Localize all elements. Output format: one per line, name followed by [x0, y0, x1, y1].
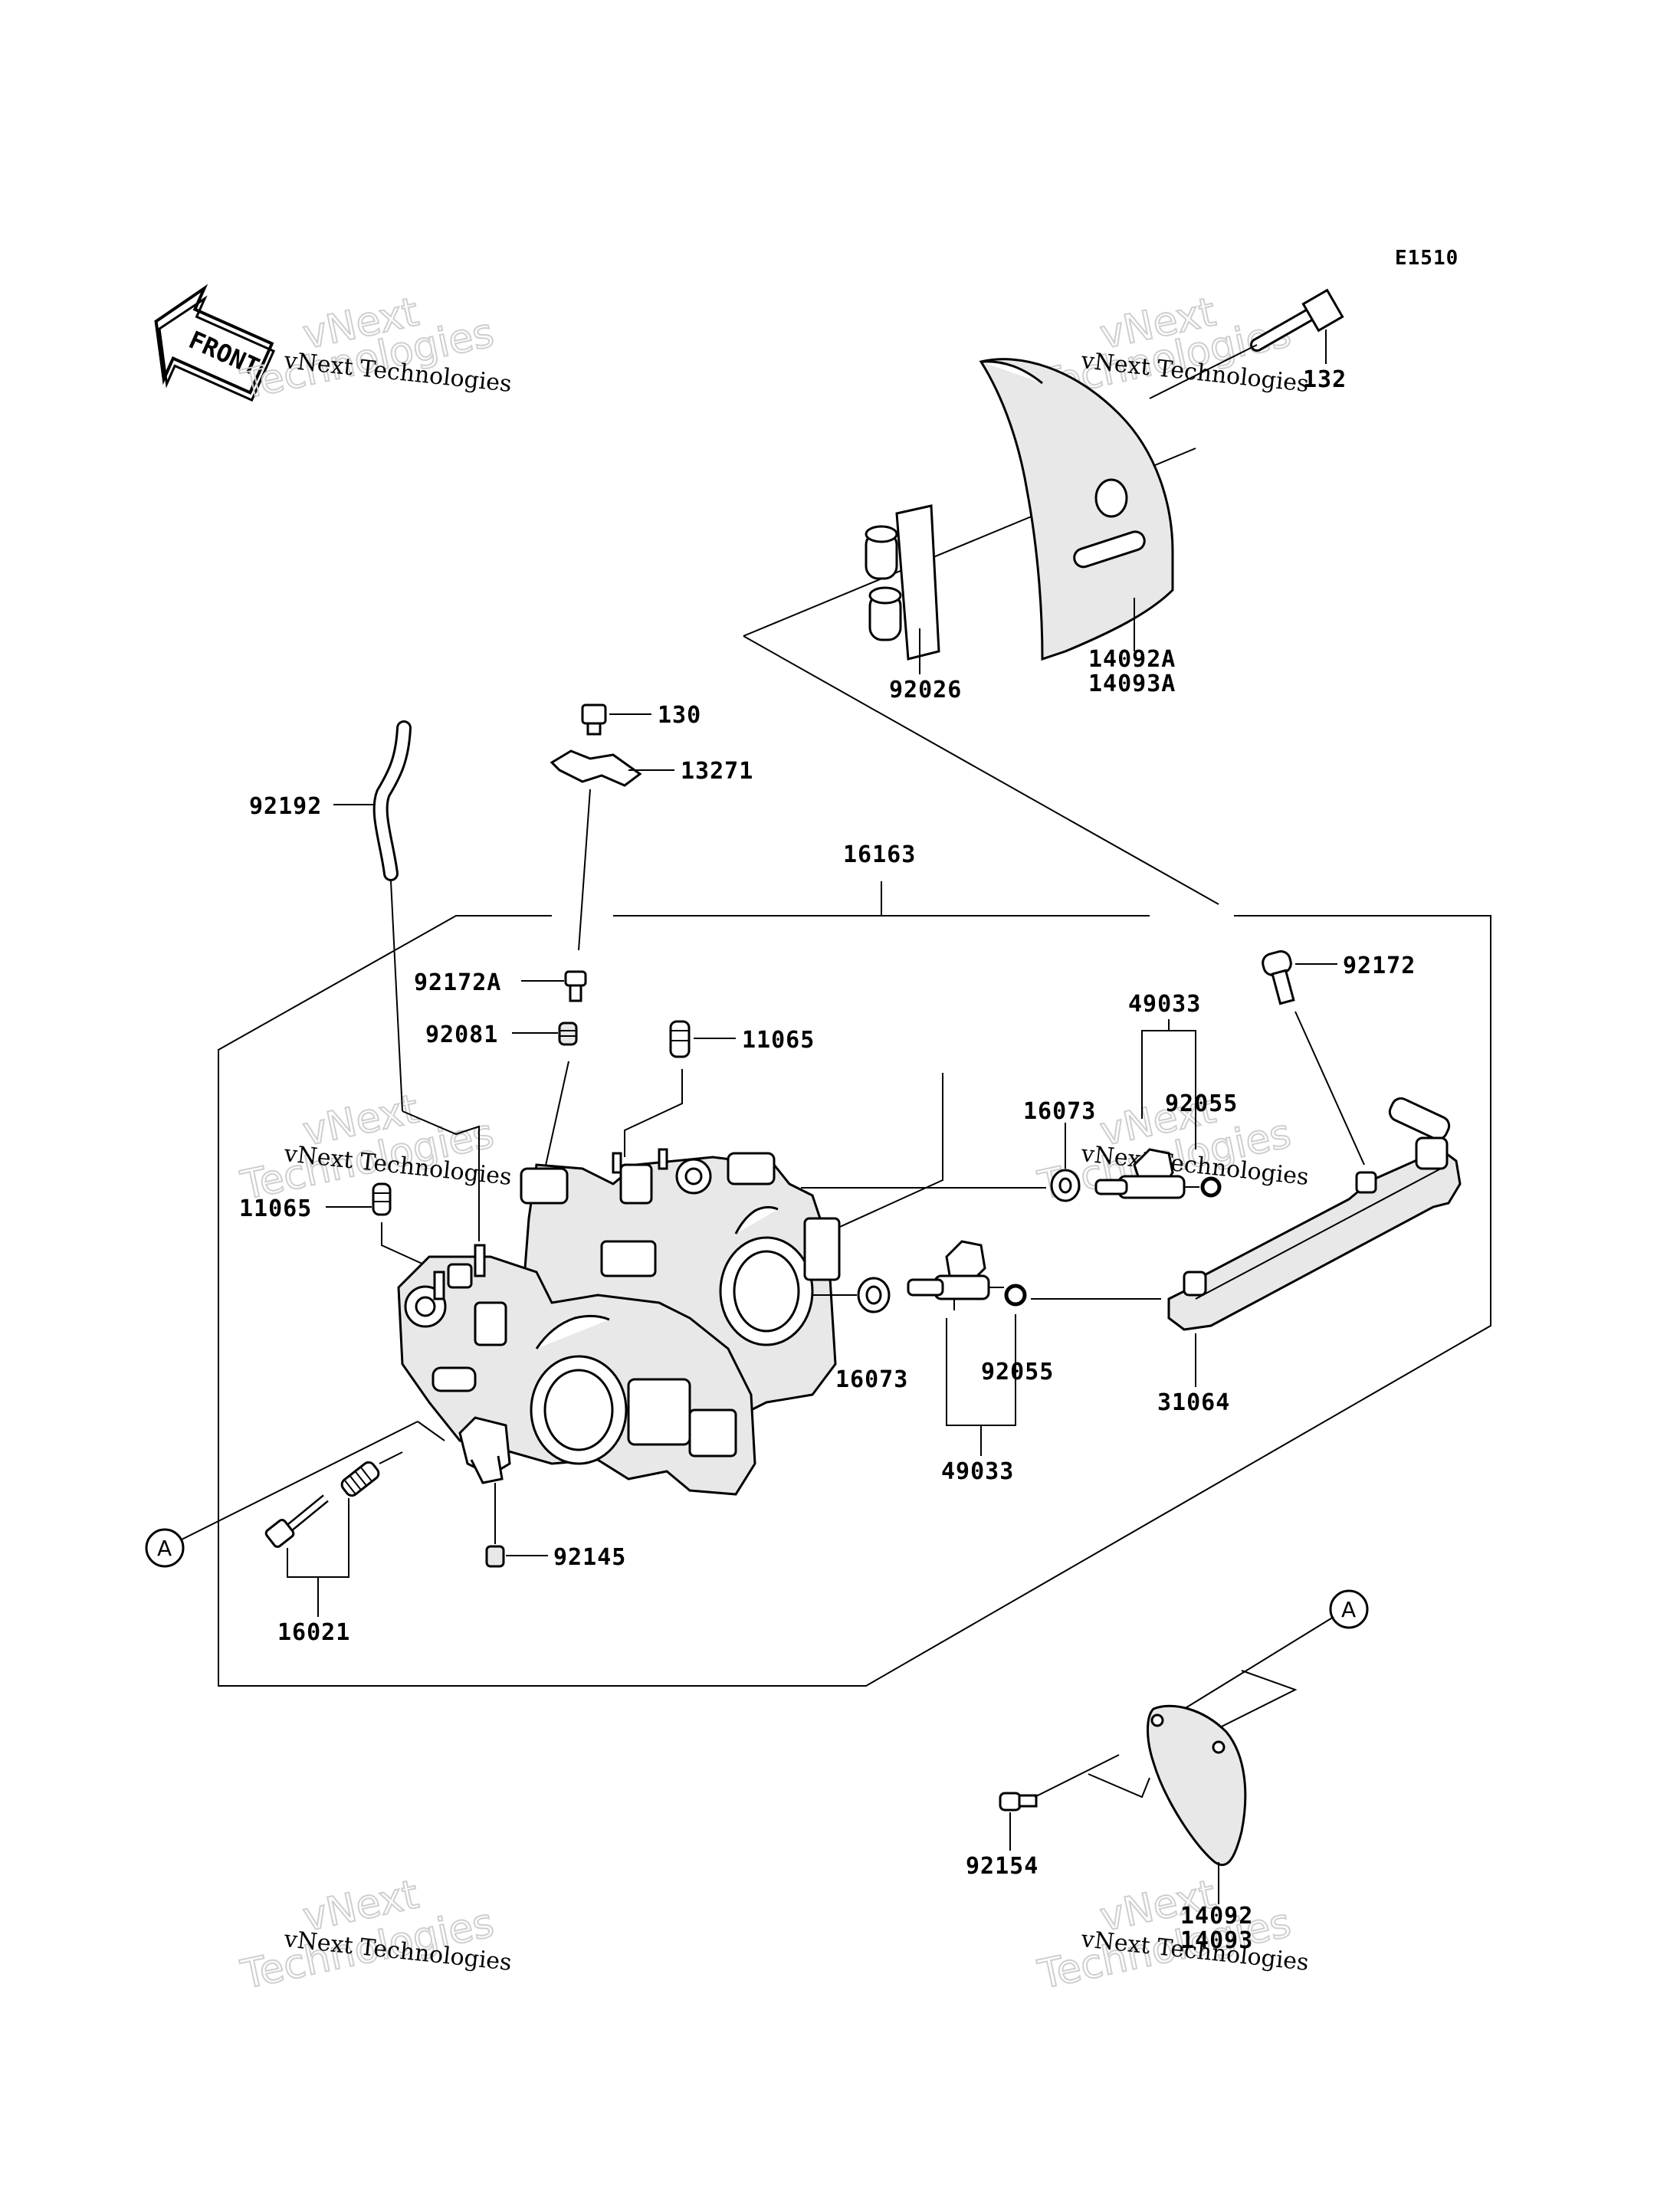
svg-text:A: A — [1341, 1597, 1356, 1622]
label-16021: 16021 — [277, 1619, 350, 1646]
screw-92172A — [521, 970, 587, 1002]
label-14093: 14093 — [1180, 1927, 1253, 1954]
label-16163: 16163 — [843, 841, 916, 868]
label-31064: 31064 — [1157, 1389, 1230, 1416]
label-14093A: 14093A — [1088, 671, 1176, 697]
injector-lower — [907, 1240, 1004, 1310]
label-14092: 14092 — [1180, 1903, 1253, 1930]
label-16073-upper: 16073 — [1023, 1098, 1096, 1125]
bolt-132 — [1149, 288, 1344, 399]
hose-92192 — [333, 720, 412, 1112]
screw-92145 — [485, 1483, 548, 1568]
a-leader-left-2 — [417, 1421, 445, 1441]
label-92172: 92172 — [1343, 953, 1416, 979]
cover-14092 — [1147, 1704, 1247, 1904]
label-130: 130 — [658, 702, 701, 729]
callout-a-right: A — [1329, 1589, 1369, 1629]
label-14092A: 14092A — [1088, 646, 1176, 673]
label-16073-lower: 16073 — [835, 1366, 908, 1393]
label-49033-upper: 49033 — [1128, 991, 1201, 1018]
screw-spring-16021 — [264, 1451, 403, 1617]
diagram-code: E1510 — [1395, 247, 1459, 270]
front-arrow-icon: FRONT — [154, 284, 276, 402]
fuel-rail-31064 — [1167, 1097, 1462, 1387]
screw-92172 — [1262, 950, 1365, 1166]
label-92055-lower: 92055 — [981, 1359, 1054, 1385]
a-leader-left — [179, 1421, 418, 1541]
label-11065-top: 11065 — [742, 1027, 815, 1054]
injector-upper — [1094, 1148, 1199, 1199]
callout-a-left: A — [145, 1528, 185, 1568]
oring-92055-upper — [1200, 1176, 1222, 1198]
cover-leader-a — [1187, 1670, 1298, 1744]
hose-leader — [402, 1110, 480, 1241]
watermark-bottom-left: vNext Technologies vNext Technologies — [236, 1871, 513, 1999]
svg-text:A: A — [157, 1536, 172, 1561]
label-92154: 92154 — [966, 1853, 1039, 1880]
oring-92055-lower — [1004, 1284, 1027, 1307]
label-92026: 92026 — [889, 677, 962, 703]
screw-92154 — [999, 1754, 1150, 1851]
bracket-92026 — [865, 504, 940, 674]
plug-92081 — [512, 1021, 578, 1173]
label-11065-left: 11065 — [239, 1195, 312, 1222]
label-92081: 92081 — [425, 1021, 498, 1048]
watermark-top-left: vNext Technologies vNext Technologies — [236, 288, 513, 408]
watermark-bottom-right: vNext Technologies vNext Technologies — [1033, 1871, 1310, 1999]
label-92055-upper: 92055 — [1165, 1090, 1238, 1117]
label-92192: 92192 — [249, 793, 322, 820]
cover-14092A — [979, 358, 1174, 661]
assembly-box-16163 — [218, 881, 1491, 1687]
label-92145: 92145 — [553, 1544, 626, 1571]
clip-13271 — [550, 749, 674, 951]
cap-11065-top — [624, 1020, 736, 1157]
throttle-body — [397, 1148, 841, 1496]
washer-16073-upper — [801, 1123, 1081, 1202]
label-132: 132 — [1303, 366, 1347, 393]
bolt-130 — [581, 703, 651, 736]
a-leader-right — [1183, 1616, 1334, 1710]
washer-16073-lower — [812, 1277, 891, 1313]
label-49033-lower: 49033 — [941, 1458, 1014, 1485]
label-13271: 13271 — [681, 758, 753, 785]
label-92172A: 92172A — [414, 969, 501, 996]
